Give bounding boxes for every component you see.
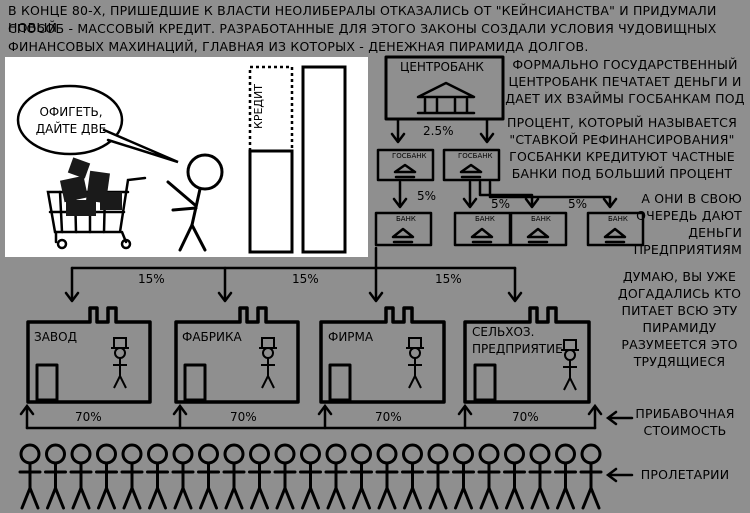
- note-turn-2: ОЧЕРЕДЬ ДАЮТ: [636, 208, 742, 223]
- rate-gos-bank-1: 5%: [417, 189, 437, 203]
- intro-line-1: В КОНЦЕ 80-Х, ПРИШЕДШИЕ К ВЛАСТИ НЕОЛИБЕ…: [8, 3, 717, 35]
- note-percent-2: "СТАВКОЙ РЕФИНАНСИРОВАНИЯ": [509, 132, 735, 147]
- note-guess-2: ДОГАДАЛИСЬ КТО: [617, 286, 742, 301]
- proletarian-figure: [299, 443, 322, 510]
- bank-label-1: БАНК: [396, 215, 416, 223]
- note-formal-3: ДАЕТ ИХ ВЗАЙМЫ ГОСБАНКАМ ПОД: [505, 91, 745, 106]
- bank-label-3: БАНК: [531, 215, 551, 223]
- note-guess-6: ТРУДЯЩИЕСЯ: [633, 354, 726, 369]
- bank-label-2: БАНК: [475, 215, 495, 223]
- enterprise-label-firm: ФИРМА: [328, 330, 374, 344]
- note-surplus-1: ПРИБАВОЧНАЯ: [635, 406, 735, 421]
- credit-bar-solid: [248, 149, 294, 254]
- intro-line-2: СПОСОБ - МАССОВЫЙ КРЕДИТ. РАЗРАБОТАННЫЕ …: [8, 21, 717, 36]
- rate-bank-ent-3: 15%: [435, 272, 462, 286]
- note-proletarians: ПРОЛЕТАРИИ: [640, 467, 730, 482]
- bank-box-3: [509, 211, 568, 247]
- note-turn-1: А ОНИ В СВОЮ: [641, 191, 742, 206]
- enterprise-label-agro-2: ПРЕДПРИЯТИЕ: [472, 342, 563, 356]
- proletarian-figure: [197, 443, 220, 510]
- proletarian-figure: [579, 443, 603, 510]
- proletarians-row: [18, 443, 603, 510]
- note-percent-3: ГОСБАНКИ КРЕДИТУЮТ ЧАСТНЫЕ: [509, 149, 735, 164]
- proletarian-figure: [146, 443, 169, 510]
- rate-bank-ent-2: 15%: [292, 272, 319, 286]
- proletarian-figure: [222, 443, 246, 510]
- factory-building-4: [463, 306, 591, 404]
- proletarian-figure: [375, 443, 399, 510]
- note-turn-4: ПРЕДПРИЯТИЯМ: [633, 242, 742, 257]
- credit-label: КРЕДИТ: [251, 84, 265, 129]
- proletarian-figure: [44, 443, 67, 510]
- proletarian-figure: [401, 443, 424, 510]
- worker-share-2: 70%: [230, 410, 257, 424]
- proletarian-figure: [95, 443, 118, 510]
- proletarian-figure: [426, 443, 450, 510]
- intro-line-3: ФИНАНСОВЫХ МАХИНАЦИЙ, ГЛАВНАЯ ИЗ КОТОРЫХ…: [8, 39, 589, 54]
- note-guess-3: ПИТАЕТ ВСЮ ЭТУ: [621, 303, 738, 318]
- rate-central-gos: 2.5%: [423, 124, 454, 138]
- cart-goods: [59, 157, 122, 216]
- factory-building-1: [26, 306, 152, 404]
- factory-building-3: [319, 306, 446, 404]
- factory-building-2: [174, 306, 300, 404]
- central-bank-label: ЦЕНТРОБАНК: [400, 60, 484, 74]
- proletarian-figure: [324, 443, 348, 510]
- speech-bubble: [16, 84, 124, 156]
- proletarian-figure: [273, 443, 297, 510]
- proletarian-figure: [554, 443, 577, 510]
- stick-figure: [166, 153, 224, 252]
- note-surplus-2: СТОИМОСТЬ: [643, 423, 727, 438]
- note-formal-2: ЦЕНТРОБАНК ПЕЧАТАЕТ ДЕНЬГИ И: [508, 74, 742, 89]
- proletarian-figure: [248, 443, 271, 510]
- worker-share-3: 70%: [375, 410, 402, 424]
- proletarian-figure: [477, 443, 501, 510]
- gosbank-label-2: ГОСБАНК: [458, 152, 493, 160]
- note-percent-1: ПРОЦЕНТ, КОТОРЫЙ НАЗЫВАЕТСЯ: [507, 115, 737, 130]
- worker-share-4: 70%: [512, 410, 539, 424]
- speech-bubble-tail: [102, 128, 179, 164]
- note-formal-1: ФОРМАЛЬНО ГОСУДАРСТВЕННЫЙ: [512, 57, 738, 72]
- note-percent-4: БАНКИ ПОД БОЛЬШИЙ ПРОЦЕНТ: [511, 166, 733, 181]
- speech-text: ОФИГЕТЬ, ДАЙТЕ ДВЕ: [35, 105, 107, 136]
- credit-bar-dotted: [248, 65, 294, 153]
- note-turn-3: ДЕНЬГИ: [688, 225, 742, 240]
- enterprise-label-factory: ФАБРИКА: [182, 330, 242, 344]
- proletarian-figure: [528, 443, 552, 510]
- note-guess-5: РАЗУМЕЕТСЯ ЭТО: [621, 337, 738, 352]
- gosbank-label-1: ГОСБАНК: [392, 152, 427, 160]
- gosbank-box-1: [376, 148, 435, 182]
- proletarian-figure: [503, 443, 526, 510]
- rate-gos-bank-2: 5%: [491, 197, 511, 211]
- central-bank-box: [384, 55, 505, 121]
- gosbank-box-2: [442, 148, 501, 182]
- worker-share-1: 70%: [75, 410, 102, 424]
- note-guess-1: ДУМАЮ, ВЫ УЖЕ: [622, 269, 737, 284]
- proletarian-figure: [171, 443, 195, 510]
- proletarian-figure: [350, 443, 373, 510]
- rate-gos-bank-3: 5%: [568, 197, 588, 211]
- bank-box-1: [374, 211, 433, 247]
- proletarian-figure: [18, 443, 42, 510]
- bank-label-4: БАНК: [608, 215, 628, 223]
- central-bank-icon: [416, 81, 476, 115]
- enterprise-label-agro-1: СЕЛЬХОЗ.: [472, 325, 535, 339]
- proletarian-figure: [120, 443, 144, 510]
- proletarian-figure: [452, 443, 475, 510]
- enterprise-label-plant: ЗАВОД: [34, 330, 77, 344]
- bank-box-4: [586, 211, 645, 247]
- capitalists: [111, 337, 579, 391]
- credit-bar-tall: [301, 65, 347, 254]
- proletarian-figure: [69, 443, 93, 510]
- note-guess-4: ПИРАМИДУ: [642, 320, 717, 335]
- rate-bank-ent-1: 15%: [138, 272, 165, 286]
